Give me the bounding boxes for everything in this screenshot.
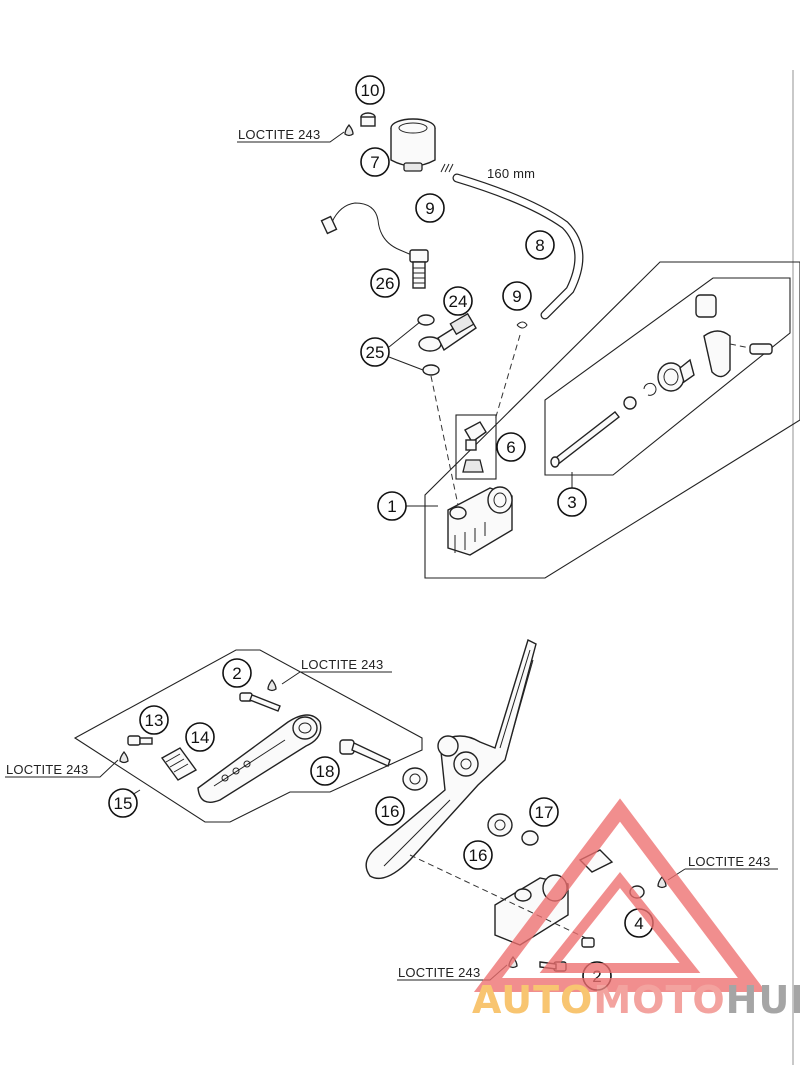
pedal-arm (197, 714, 322, 803)
callout-24: 24 (443, 286, 473, 316)
callout-15: 15 (108, 788, 138, 818)
hose-length-label: 160 mm (487, 166, 535, 181)
brake-light-switch (320, 202, 429, 289)
footrest-rubber (160, 747, 198, 781)
callout-3: 3 (557, 487, 587, 517)
callout-25: 25 (360, 337, 390, 367)
svg-text:8: 8 (535, 236, 544, 255)
callout-8: 8 (525, 230, 555, 260)
hose-connector (455, 414, 497, 480)
callout-18: 18 (310, 756, 340, 786)
callout-16a: 16 (375, 796, 405, 826)
guide-line-1 (430, 375, 459, 506)
svg-text:1: 1 (387, 497, 396, 516)
svg-text:15: 15 (114, 794, 133, 813)
loctite-drop-footrest (119, 750, 129, 764)
footrest-bracket (365, 639, 537, 880)
watermark-logo: AUTOMOTOHUB (472, 798, 800, 1022)
pivot-bolt (339, 739, 391, 767)
callout-14: 14 (185, 722, 215, 752)
svg-text:18: 18 (316, 762, 335, 781)
cap-screw (360, 112, 376, 127)
bearing-lower (487, 813, 513, 837)
loctite-drop-nut (657, 875, 667, 889)
loctite-drop-top (344, 123, 354, 137)
callout-9b: 9 (502, 281, 532, 311)
svg-text:16: 16 (381, 802, 400, 821)
watermark-triangle-outer (473, 798, 767, 992)
callout-26: 26 (370, 268, 400, 298)
svg-text:24: 24 (449, 292, 468, 311)
callout-9a: 9 (415, 193, 445, 223)
footrest-bolt (127, 735, 153, 746)
callout-16b: 16 (463, 840, 493, 870)
pivot-screw (239, 692, 281, 712)
bushing (521, 830, 539, 846)
brake-hose-inner (453, 174, 583, 319)
svg-text:13: 13 (145, 711, 164, 730)
callout-13: 13 (139, 705, 169, 735)
svg-text:6: 6 (506, 438, 515, 457)
bearing-upper (402, 767, 428, 791)
svg-text:25: 25 (366, 343, 385, 362)
leader-callout-25a (388, 321, 421, 348)
callout-17: 17 (529, 797, 559, 827)
callout-6: 6 (496, 432, 526, 462)
leader-loctite-3 (5, 759, 119, 778)
svg-text:4: 4 (634, 914, 643, 933)
leader-loctite-2 (281, 671, 392, 685)
callout-1: 1 (377, 491, 407, 521)
svg-text:9: 9 (425, 199, 434, 218)
banjo-fitting (418, 312, 477, 352)
callout-2a: 2 (222, 658, 252, 688)
frame-pushrod-kit (544, 277, 791, 476)
washer-lower (422, 364, 440, 376)
leader-callout-25b (388, 356, 424, 371)
svg-text:17: 17 (535, 803, 554, 822)
leader-loctite-1 (237, 131, 345, 143)
reservoir (390, 118, 436, 172)
svg-text:9: 9 (512, 287, 521, 306)
callout-7: 7 (360, 147, 390, 177)
leader-loctite-4 (667, 868, 778, 881)
svg-text:10: 10 (361, 81, 380, 100)
svg-text:7: 7 (370, 153, 379, 172)
loctite-label-3: LOCTITE 243 (6, 762, 88, 777)
svg-text:2: 2 (232, 664, 241, 683)
svg-text:2: 2 (592, 967, 601, 986)
guide-line-2 (494, 334, 521, 421)
svg-text:16: 16 (469, 846, 488, 865)
master-cylinder (447, 486, 513, 556)
frame-master-cylinder (424, 261, 800, 579)
hose-clamp-upper (440, 163, 454, 173)
guide-line-3 (409, 854, 591, 941)
pushrod-kit (550, 294, 773, 468)
watermark-wordmark: AUTOMOTOHUB (472, 978, 800, 1022)
loctite-label-4: LOCTITE 243 (688, 854, 770, 869)
svg-text:26: 26 (376, 274, 395, 293)
loctite-label-2: LOCTITE 243 (301, 657, 383, 672)
loctite-label-5: LOCTITE 243 (398, 965, 480, 980)
frame-pedal-group (73, 649, 423, 823)
callout-10: 10 (355, 75, 385, 105)
loctite-drop-pedal (267, 678, 277, 692)
loctite-label-1: LOCTITE 243 (238, 127, 320, 142)
watermark-triangle-inner (539, 871, 701, 973)
washer-upper (417, 314, 435, 326)
svg-text:14: 14 (191, 728, 210, 747)
hose-clamp-lower (516, 321, 528, 329)
svg-text:3: 3 (567, 493, 576, 512)
